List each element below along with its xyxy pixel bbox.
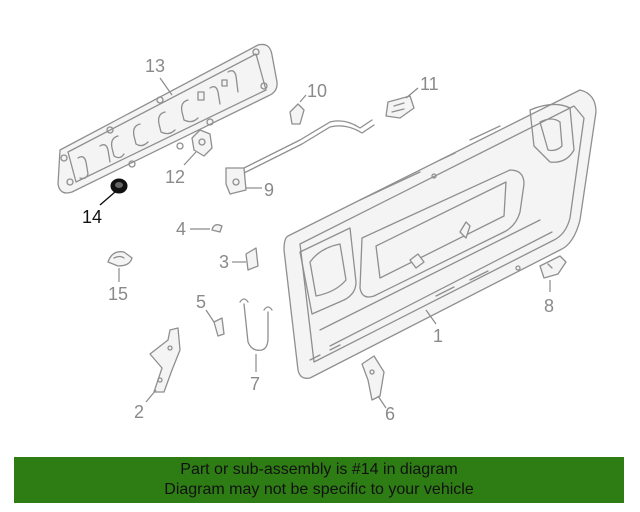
callout-1: 1 bbox=[433, 326, 443, 346]
latch-rod-edge bbox=[241, 124, 375, 175]
leader-12 bbox=[183, 151, 197, 166]
part-13-plate bbox=[57, 43, 278, 194]
leader-10 bbox=[299, 94, 307, 103]
callout-15: 15 bbox=[108, 284, 128, 304]
callout-4: 4 bbox=[176, 219, 186, 239]
callout-9: 9 bbox=[264, 180, 274, 200]
leader-5 bbox=[205, 309, 215, 323]
callout-14: 14 bbox=[82, 207, 102, 227]
callout-11: 11 bbox=[420, 74, 439, 94]
leader-1 bbox=[425, 309, 437, 325]
part-3-bracket bbox=[245, 247, 259, 271]
parts-diagram: 13 14 12 10 11 9 4 3 bbox=[57, 43, 597, 424]
leader-14 bbox=[99, 191, 116, 206]
callout-7: 7 bbox=[250, 374, 260, 394]
part-6-bracket bbox=[361, 355, 385, 401]
part-4-clip bbox=[211, 224, 223, 233]
part-2-hinge bbox=[149, 327, 181, 393]
leader-11 bbox=[405, 87, 419, 99]
callout-2: 2 bbox=[134, 402, 144, 422]
part-7-rod bbox=[239, 298, 273, 351]
part-8-striker bbox=[539, 255, 567, 279]
callout-6: 6 bbox=[385, 404, 395, 424]
leader-2 bbox=[145, 389, 157, 403]
part-12-bracket bbox=[191, 129, 213, 157]
part-15-cap bbox=[107, 251, 133, 267]
part-10-clip bbox=[289, 103, 305, 125]
part-11-latch bbox=[385, 95, 415, 119]
part-14-bumper bbox=[110, 178, 128, 194]
part-5-clip bbox=[213, 317, 225, 337]
info-banner: Part or sub-assembly is #14 in diagram D… bbox=[14, 457, 624, 503]
part-1-liftgate-panel bbox=[283, 89, 597, 379]
callout-10: 10 bbox=[307, 81, 327, 101]
part-9-bracket bbox=[225, 167, 247, 195]
callout-8: 8 bbox=[544, 296, 554, 316]
banner-line-2: Diagram may not be specific to your vehi… bbox=[164, 481, 474, 498]
latch-rod bbox=[239, 119, 373, 171]
callout-13: 13 bbox=[145, 56, 165, 76]
callout-3: 3 bbox=[219, 252, 229, 272]
callout-5: 5 bbox=[196, 292, 206, 312]
banner-line-1: Part or sub-assembly is #14 in diagram bbox=[180, 461, 458, 478]
leader-6 bbox=[377, 395, 387, 409]
leader-13 bbox=[159, 77, 173, 96]
callout-12: 12 bbox=[165, 167, 185, 187]
